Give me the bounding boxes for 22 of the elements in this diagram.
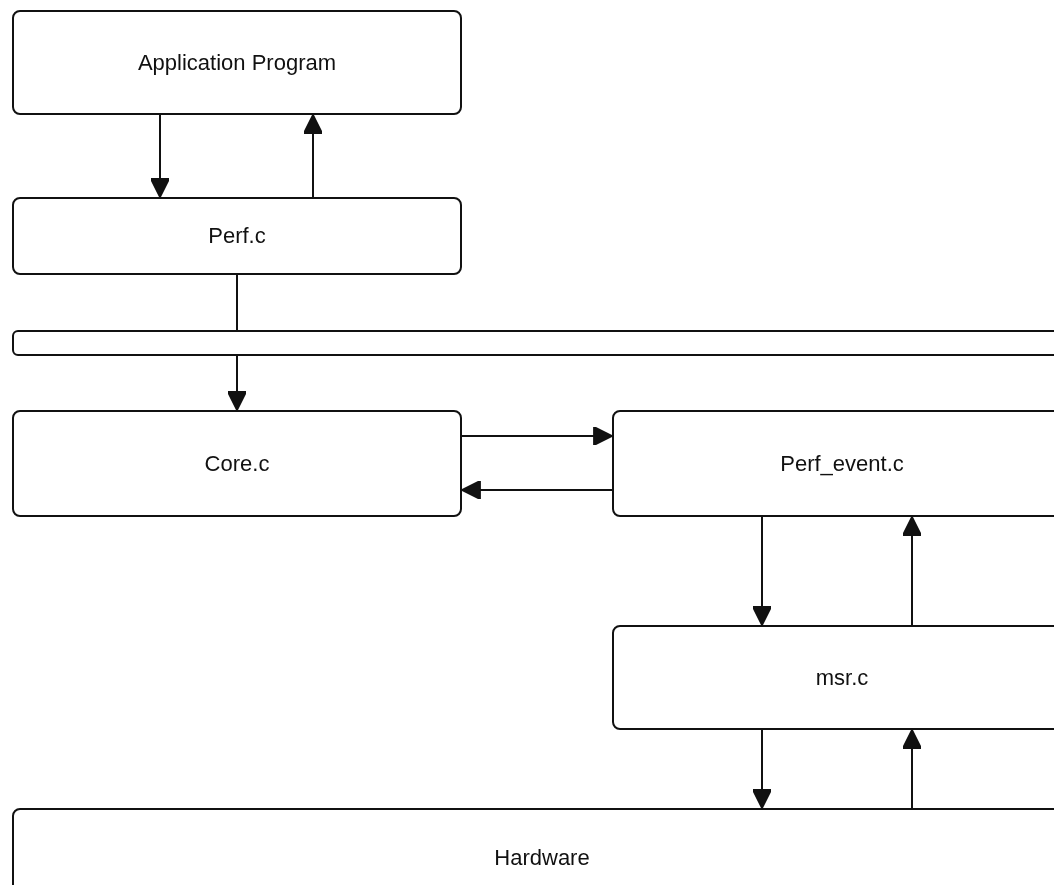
process-box [12, 410, 462, 517]
process-box [612, 625, 1054, 730]
box-label: msr.c [815, 664, 869, 691]
process-box [12, 10, 462, 115]
process-box [612, 410, 1054, 517]
arrow [303, 114, 323, 198]
process-box [12, 808, 1054, 885]
divider-bar [12, 330, 1054, 356]
box-label: Application Program [137, 49, 337, 76]
arrow [902, 729, 922, 809]
box-label: Hardware [494, 845, 590, 871]
arrow [461, 480, 613, 500]
box-label: Perf_event.c [780, 450, 904, 477]
arrow [902, 516, 922, 626]
process-box [12, 197, 462, 275]
arrow [752, 516, 772, 626]
arrow [752, 729, 772, 809]
box-label: Perf.c [208, 223, 266, 249]
arrow [150, 114, 170, 198]
arrow [227, 355, 247, 411]
box-label: Core.c [204, 450, 270, 477]
arrow [461, 426, 613, 446]
